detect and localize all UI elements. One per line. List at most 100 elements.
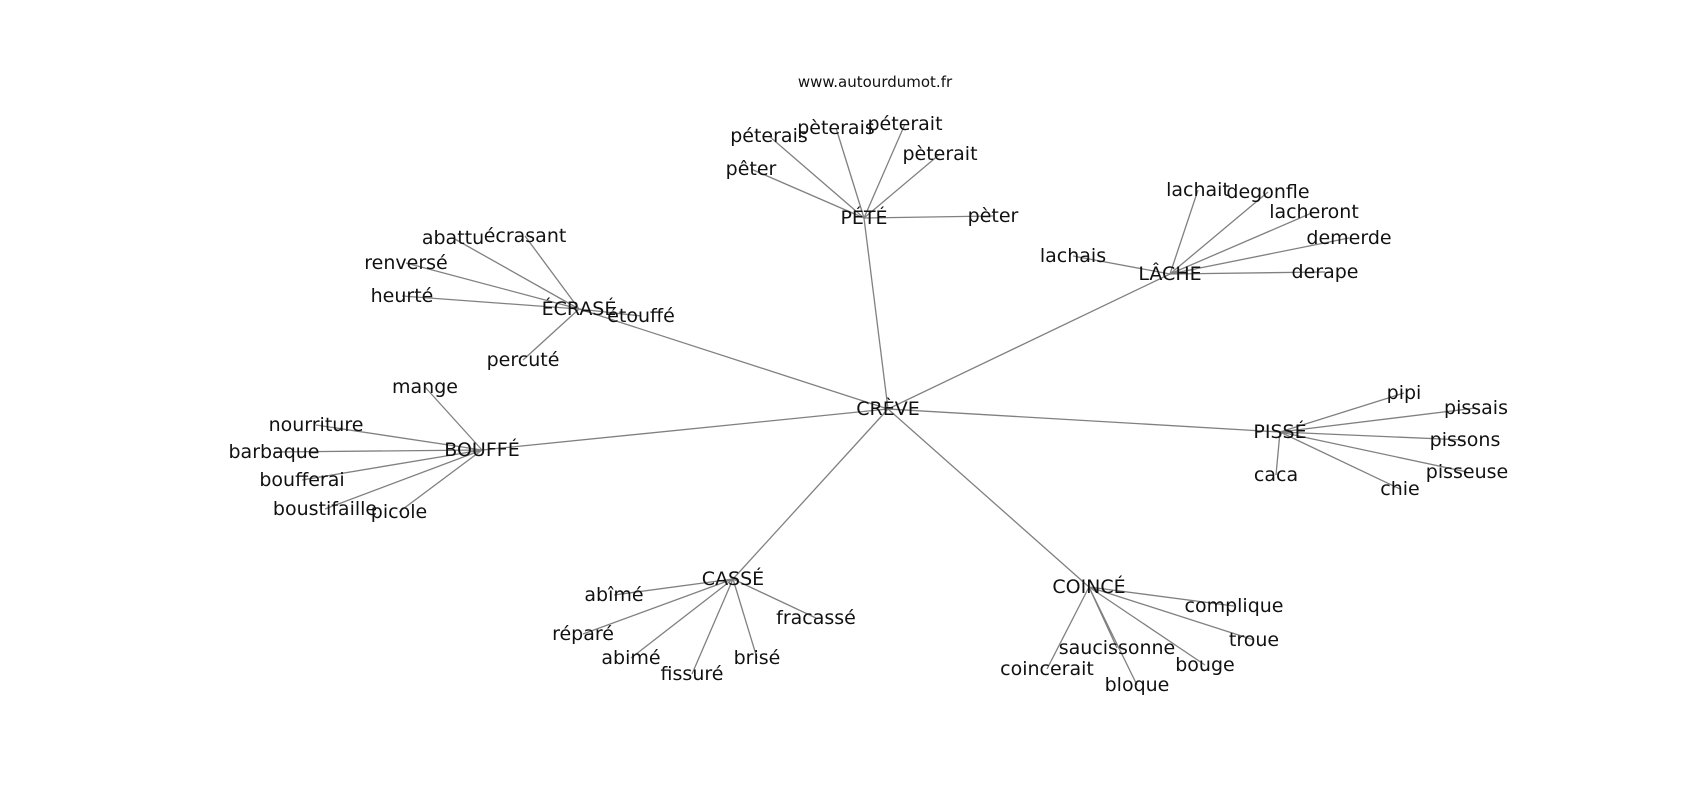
leaf-node: pèterait [902,143,977,165]
graph-edge [1279,407,1477,433]
graph-edge [1279,392,1405,433]
hub-node: PISSÉ [1253,420,1306,443]
graph-edge [732,578,817,619]
graph-edge [691,578,734,675]
leaf-node: demerde [1306,227,1391,249]
graph-edge [887,408,1281,433]
graph-edge [1169,189,1199,275]
graph-edge [405,262,580,310]
graph-edge [887,273,1171,410]
leaf-node: caca [1254,464,1298,486]
graph-edge [750,168,865,219]
graph-edge [835,127,865,219]
leaf-node: renversé [364,252,447,274]
leaf-node: pêter [726,158,777,180]
hub-node: PÉTÉ [840,206,887,229]
graph-edge [1088,586,1235,607]
graph-edge [863,123,906,219]
graph-edge [522,308,580,361]
leaf-node: péterais [730,125,808,147]
leaf-node: mange [392,376,458,398]
graph-edge [578,308,889,410]
leaf-node: percuté [487,349,560,371]
graph-edge [1279,431,1466,441]
graph-edge [768,135,865,219]
graph-edge [1169,191,1269,275]
graph-edge [1088,586,1255,641]
graph-edge [1279,431,1468,473]
leaf-node: degonfle [1226,181,1309,203]
leaf-node: fracassé [776,607,856,629]
leaf-node: étouffé [607,305,675,327]
center-node: CRÈVE [856,397,919,420]
graph-edge [732,408,889,580]
graph-edges [273,123,1477,686]
leaf-node: boufferai [259,469,344,491]
leaf-node: chie [1380,478,1419,500]
graph-edge [481,408,889,451]
leaf-node: abîmé [584,584,643,606]
graph-edge [1279,431,1401,490]
leaf-node: pipi [1387,382,1422,404]
leaf-node: boustifaille [273,498,377,520]
graph-edge [582,578,734,635]
leaf-node: abattu [422,227,484,249]
graph-edge [630,578,734,659]
graph-edge [1088,586,1206,666]
hub-node: CASSÉ [702,567,764,590]
leaf-node: heurté [371,285,434,307]
leaf-node: lachait [1166,179,1230,201]
leaf-node: fissuré [661,663,724,685]
leaf-node: bouge [1175,654,1234,676]
leaf-node: pèterais [797,117,875,139]
hub-node: COINCÉ [1052,575,1125,598]
graph-edge [1046,586,1090,670]
leaf-node: pisseuse [1426,461,1508,483]
leaf-node: brisé [734,647,781,669]
graph-edge [863,217,889,410]
graph-edge [1275,431,1281,476]
graph-edge [887,408,1090,588]
leaf-node: écrasant [484,225,567,247]
graph-edge [863,215,994,219]
leaf-node: coincerait [1000,658,1094,680]
leaf-node: barbaque [228,441,319,463]
leaf-node: nourriture [269,414,364,436]
graph-edge [1088,586,1138,686]
leaf-node: pissons [1430,429,1501,451]
graph-edge [578,308,642,317]
hub-node: LÂCHE [1138,262,1201,285]
leaf-node: réparé [552,623,614,645]
leaf-node: pissais [1444,397,1508,419]
leaf-node: pèter [968,205,1019,227]
graph-edge [1072,255,1171,275]
hub-node: ÉCRASÉ [542,297,617,320]
leaf-node: péterait [867,113,942,135]
leaf-node: lachais [1040,245,1106,267]
hub-node: BOUFFÉ [444,438,519,461]
leaf-node: bloque [1105,674,1170,696]
graph-edge [1169,211,1315,275]
leaf-node: saucissonne [1059,637,1176,659]
graph-edge [524,235,580,310]
graph-labels: www.autourdumot.fr CRÈVEPÉTÉpéteraispète… [228,73,1508,696]
graph-edge [1169,237,1350,275]
graph-edge [315,424,483,451]
leaf-node: complique [1185,595,1284,617]
leaf-node: derape [1292,261,1359,283]
graph-edge [1169,271,1326,275]
graph-edge [401,295,580,310]
leaf-node: lacheront [1269,201,1359,223]
graph-edge [324,449,483,510]
graph-edge [273,449,483,453]
graph-edge [452,237,580,310]
source-url: www.autourdumot.fr [798,73,953,91]
graph-edge [732,578,758,659]
graph-edge [424,386,483,451]
leaf-node: picole [371,501,427,523]
graph-edge [301,449,483,481]
leaf-node: troue [1229,629,1279,651]
leaf-node: abimé [601,647,660,669]
graph-edge [398,449,483,513]
graph-edge [863,153,941,219]
